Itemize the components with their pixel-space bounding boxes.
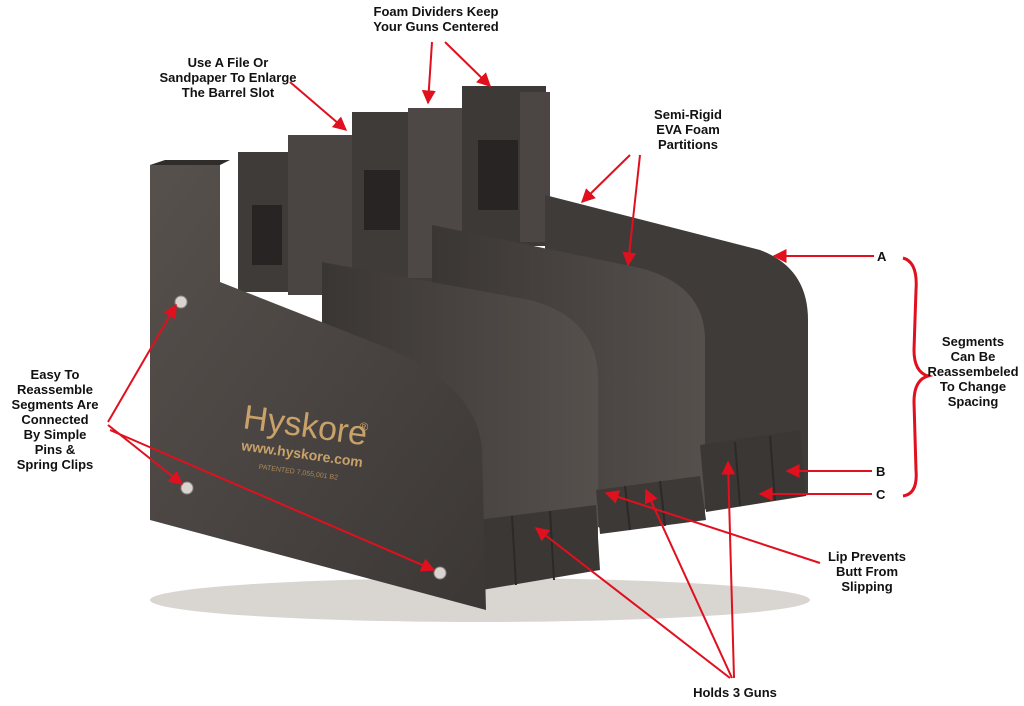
label-file-sandpaper: Use A File Or Sandpaper To Enlarge The B… xyxy=(159,55,297,100)
label-letter-a: A xyxy=(877,249,887,264)
arrow-file xyxy=(289,81,348,131)
arrow-lip xyxy=(604,490,821,564)
label-letter-c: C xyxy=(876,487,886,502)
arrow-pins-bottom xyxy=(109,429,436,572)
label-segments: Segments Can Be Reassembeled To Change S… xyxy=(927,334,1019,409)
arrow-foam-right xyxy=(444,41,492,87)
pin-bottom-right xyxy=(433,566,447,580)
label-easy-reassemble: Easy To Reassemble Segments Are Connecte… xyxy=(11,367,99,472)
arrow-semi-right xyxy=(622,154,641,267)
arrow-holds-1 xyxy=(534,527,731,679)
label-semi-rigid: Semi-Rigid EVA Foam Partitions xyxy=(654,107,722,152)
lip-segments xyxy=(478,430,806,590)
label-lip: Lip Prevents Butt From Slipping xyxy=(827,549,907,594)
arrow-semi-left xyxy=(580,154,631,203)
pin-top xyxy=(174,295,188,309)
pin-bottom-left xyxy=(180,481,194,495)
label-holds-guns: Holds 3 Guns xyxy=(693,685,777,700)
end-panel xyxy=(150,162,486,610)
label-foam-dividers: Foam Dividers Keep Your Guns Centered xyxy=(373,4,499,34)
arrow-holds-3 xyxy=(721,460,736,679)
annotation-arrows xyxy=(107,41,934,679)
foam-rack: Hyskore ® www.hyskore.com PATENTED 7,055… xyxy=(150,86,810,622)
segments-brace xyxy=(902,256,934,498)
label-letter-b: B xyxy=(876,464,886,479)
arrow-foam-left xyxy=(421,41,436,105)
arrow-pins-top xyxy=(107,303,177,423)
arrow-holds-2 xyxy=(644,488,733,679)
registered-mark: ® xyxy=(358,419,369,434)
